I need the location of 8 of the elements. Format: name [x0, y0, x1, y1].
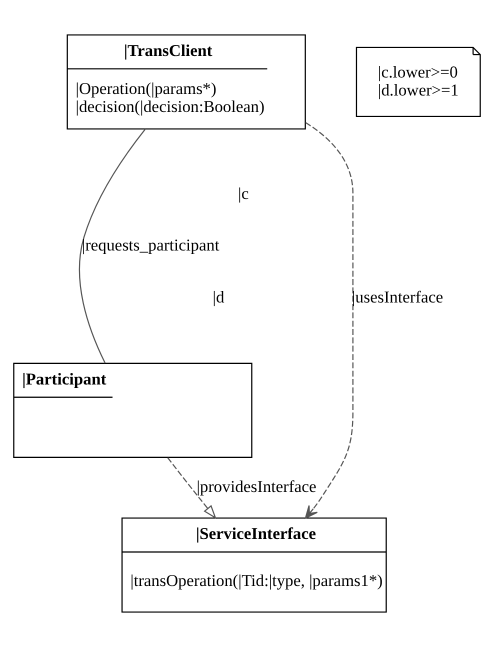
label: |d	[212, 286, 224, 306]
arrow	[166, 456, 216, 519]
edge-label: |providesInterface	[196, 476, 316, 496]
arrow	[304, 122, 353, 518]
connector	[78, 128, 146, 363]
label: |c	[238, 183, 248, 202]
edge-label: |usesInterface	[351, 286, 443, 306]
edge-label: |requests_participant	[81, 235, 219, 254]
